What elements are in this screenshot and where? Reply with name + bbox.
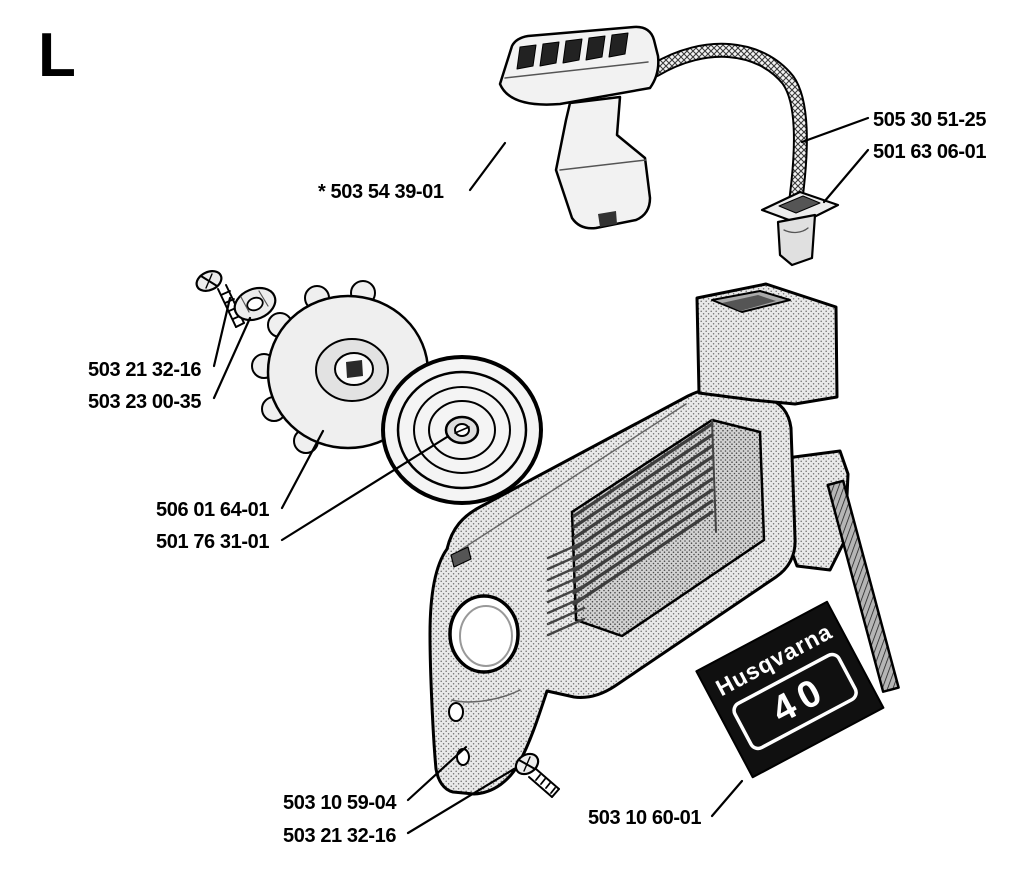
leader-pulley bbox=[280, 429, 325, 510]
leader-lines bbox=[212, 116, 870, 835]
foot-screw-hole bbox=[448, 702, 464, 722]
part-label-screw-top: 503 21 32-16 bbox=[88, 359, 201, 381]
leader-washer bbox=[212, 316, 252, 400]
trim-strip bbox=[826, 479, 900, 693]
part-label-housing: 503 10 59-04 bbox=[283, 792, 397, 814]
decal-model-box bbox=[732, 652, 858, 751]
part-label-washer: 503 23 00-35 bbox=[88, 391, 201, 413]
rope-anchor-notch bbox=[598, 211, 617, 227]
leader-spring-disc bbox=[280, 435, 449, 542]
leader-rope-guide bbox=[822, 148, 870, 204]
screw-top-part bbox=[195, 270, 245, 328]
leader-screw-bottom bbox=[406, 767, 516, 835]
pulley-center-hole bbox=[346, 360, 363, 378]
recoil-spring-disc bbox=[381, 355, 543, 505]
leader-handle bbox=[468, 141, 507, 192]
housing-rope-tower bbox=[695, 282, 839, 406]
rope-guide-part bbox=[760, 190, 840, 267]
part-label-screw-bottom: 503 21 32-16 bbox=[283, 825, 396, 847]
part-label-spring-disc: 501 76 31-01 bbox=[156, 531, 269, 553]
rope-exit-hole bbox=[722, 295, 776, 311]
leader-rope bbox=[800, 116, 870, 144]
part-labels: * 503 54 39-01 505 30 51-25 501 63 06-01… bbox=[88, 109, 987, 847]
side-grille bbox=[546, 540, 586, 637]
grip-rib-openings bbox=[516, 32, 629, 70]
starter-handle-grip bbox=[498, 25, 660, 230]
starter-rope bbox=[647, 42, 808, 246]
foot-screw-hole bbox=[456, 748, 470, 766]
section-letter: L bbox=[38, 21, 76, 90]
screw-bottom-part bbox=[514, 752, 560, 798]
mount-slot bbox=[450, 546, 472, 568]
part-label-rope: 505 30 51-25 bbox=[873, 109, 986, 131]
washer-part bbox=[233, 286, 277, 322]
leader-housing bbox=[406, 745, 468, 802]
part-label-decal: 503 10 60-01 bbox=[588, 807, 701, 829]
starter-housing bbox=[428, 282, 850, 796]
model-decal: Husqvarna 40 bbox=[695, 600, 885, 779]
part-label-rope-guide: 501 63 06-01 bbox=[873, 141, 986, 163]
leader-screw-top bbox=[212, 296, 232, 368]
vent-fins bbox=[572, 422, 714, 606]
leader-decal bbox=[710, 779, 744, 818]
part-label-handle: * 503 54 39-01 bbox=[318, 181, 444, 203]
part-label-pulley: 506 01 64-01 bbox=[156, 499, 269, 521]
